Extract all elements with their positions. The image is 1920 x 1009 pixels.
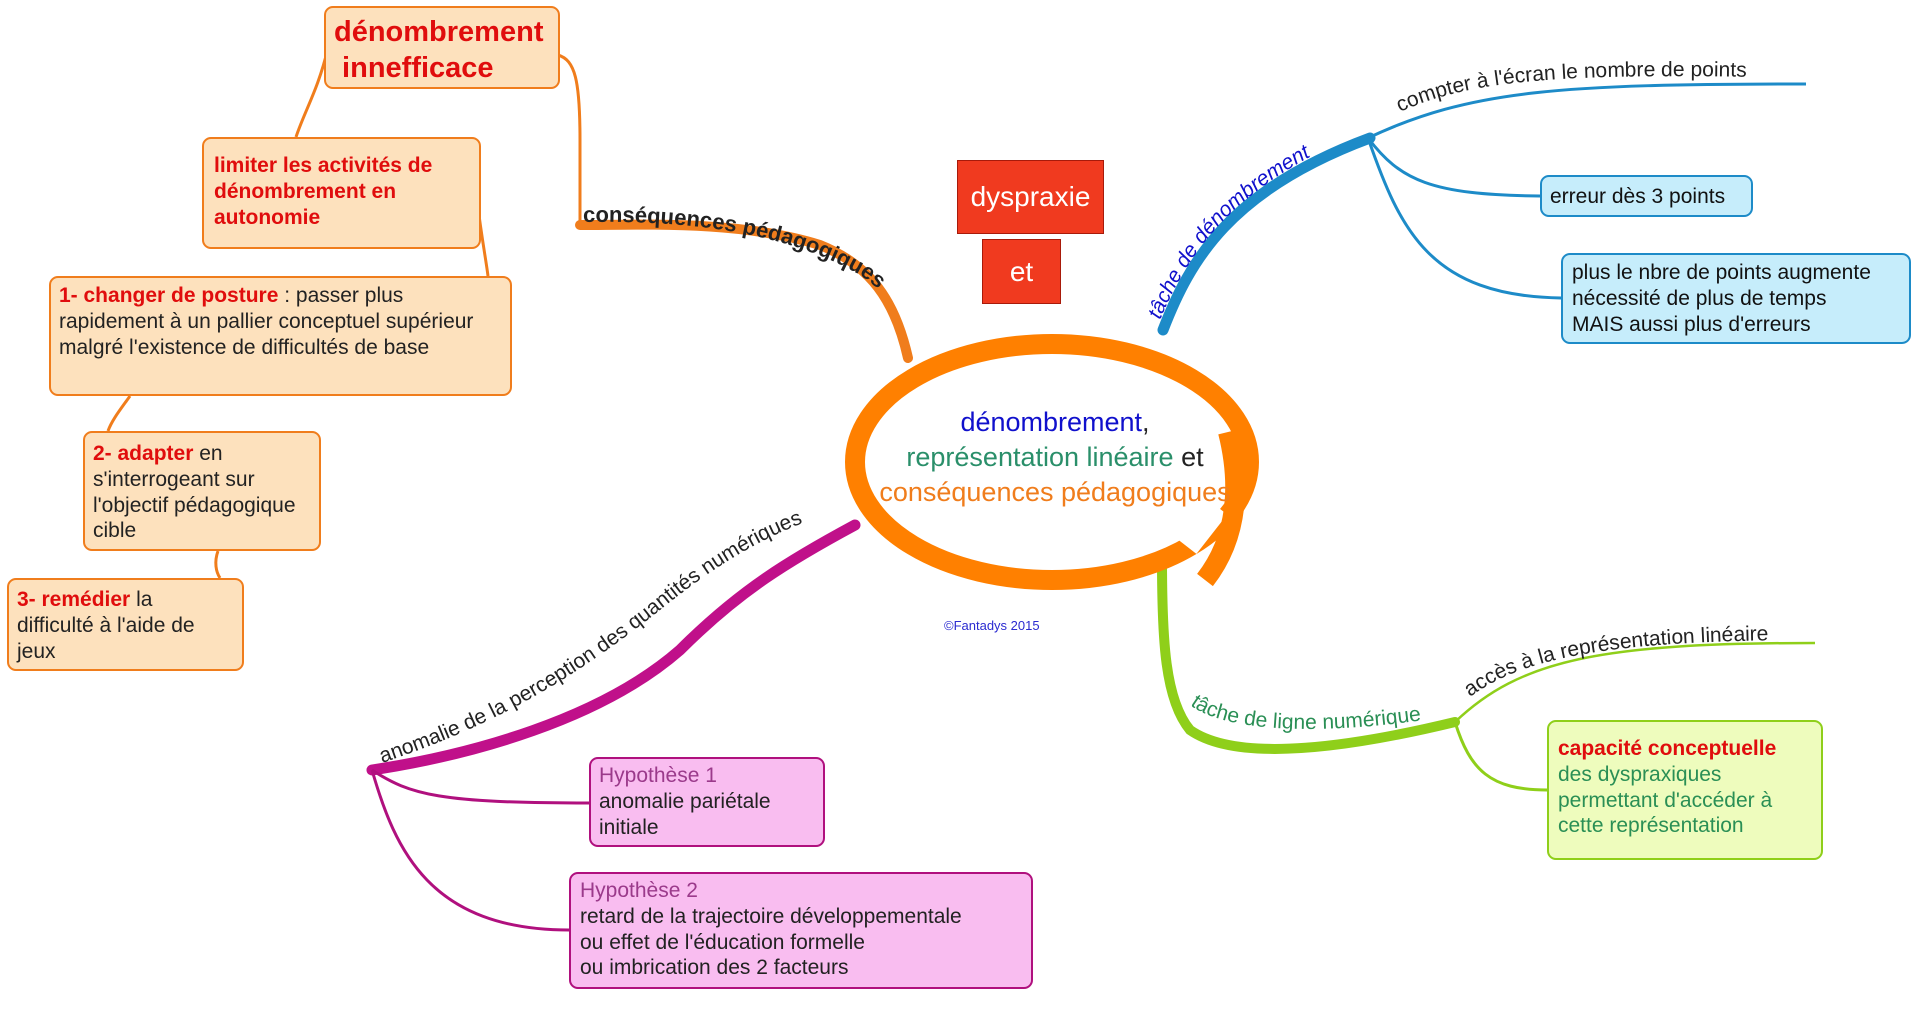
- node-error-three-points[interactable]: erreur dès 3 points: [1540, 175, 1753, 217]
- central-text-counting: dénombrement: [960, 407, 1143, 437]
- node-step3-remediate[interactable]: 3- remédier la difficulté à l'aide de je…: [7, 578, 244, 671]
- node-ineffective-counting[interactable]: dénombrement innefficace: [324, 6, 560, 89]
- branch-label-numberline-sub: accès à la représentation linéaire: [1460, 622, 1769, 701]
- connector-pedagogy-ineffective: [557, 53, 582, 225]
- node-h2-line2: ou effet de l'éducation formelle: [580, 930, 865, 954]
- central-line-3: conséquences pédagogiques: [855, 475, 1255, 510]
- node-step1-text: : passer plus rapidement à un pallier co…: [59, 284, 474, 359]
- node-capacity-line1: des dyspraxiques: [1558, 762, 1722, 786]
- node-ineffective-line1: dénombrement: [334, 16, 544, 48]
- loop-gap: [1172, 496, 1228, 554]
- central-loop: [845, 334, 1259, 590]
- central-loop-tail: [1196, 429, 1246, 587]
- title-dyspraxie: dyspraxie: [970, 181, 1091, 212]
- branch-numberline-sub: [1454, 641, 1816, 723]
- node-step1-title: 1- changer de posture: [59, 284, 279, 307]
- node-step1-posture[interactable]: 1- changer de posture : passer plus rapi…: [49, 276, 512, 396]
- branch-pedagogy: [575, 219, 913, 363]
- branch-label-numberline: tâche de ligne numérique: [1187, 690, 1422, 734]
- branch-label-pedagogy: conséquences pédagogiques: [583, 202, 891, 293]
- central-text-and: et: [1173, 442, 1204, 472]
- node-more-line3: MAIS aussi plus d'erreurs: [1572, 312, 1811, 336]
- branch-label-counting: tâche de dénombrement: [1143, 140, 1314, 322]
- node-capacity-line3: cette représentation: [1558, 814, 1744, 838]
- node-limit-text: limiter les activités de dénombrement en…: [214, 154, 433, 229]
- copyright-label: ©Fantadys 2015: [944, 618, 1040, 633]
- node-h2-line3: ou imbrication des 2 facteurs: [580, 956, 849, 980]
- node-step2-adapt[interactable]: 2- adapter en s'interrogeant sur l'objec…: [83, 431, 321, 551]
- branch-counting: [1157, 132, 1376, 336]
- node-more-line2: nécessité de plus de temps: [1572, 286, 1827, 310]
- connector-perception-h2: [370, 769, 570, 932]
- connector-numberline-capacity: [1453, 721, 1548, 792]
- node-ineffective-line2: innefficace: [334, 52, 494, 84]
- title-box-dyspraxie: dyspraxie: [957, 160, 1104, 234]
- central-line-1: dénombrement,: [855, 405, 1255, 440]
- node-hypothesis-1[interactable]: Hypothèse 1 anomalie pariétale initiale: [589, 757, 825, 847]
- node-more-points[interactable]: plus le nbre de points augmente nécessit…: [1561, 253, 1911, 344]
- node-capacity-line2: permettant d'accéder à: [1558, 788, 1773, 812]
- node-h1-line1: anomalie pariétale: [599, 789, 771, 813]
- branch-numberline: [1157, 555, 1460, 754]
- node-h2-title: Hypothèse 2: [580, 879, 698, 902]
- node-step2-title: 2- adapter: [93, 442, 194, 465]
- title-box-et: et: [982, 239, 1061, 304]
- node-h1-title: Hypothèse 1: [599, 764, 717, 787]
- central-line-2: représentation linéaire et: [855, 440, 1255, 475]
- node-step3-title: 3- remédier: [17, 588, 131, 611]
- node-step2-text: en s'interrogeant sur l'objectif pédagog…: [93, 442, 296, 543]
- node-h1-line2: initiale: [599, 815, 659, 839]
- branch-label-perception: anomalie de la perception des quantités …: [376, 506, 805, 768]
- node-more-line1: plus le nbre de points augmente: [1572, 261, 1871, 284]
- central-comma: ,: [1142, 407, 1150, 437]
- connector-step1-step2: [106, 395, 132, 432]
- central-text-linear: représentation linéaire: [906, 442, 1174, 472]
- branch-perception: [366, 519, 861, 776]
- branch-counting-sub: [1367, 82, 1807, 140]
- central-topic: dénombrement, représentation linéaire et…: [855, 405, 1255, 510]
- node-h2-line1: retard de la trajectoire développemental…: [580, 904, 962, 928]
- connector-counting-error: [1366, 137, 1541, 198]
- connector-counting-more: [1366, 137, 1562, 300]
- node-limit-activities[interactable]: limiter les activités de dénombrement en…: [202, 137, 481, 249]
- node-conceptual-capacity[interactable]: capacité conceptuelle des dyspraxiques p…: [1547, 720, 1823, 860]
- title-et: et: [1009, 255, 1034, 287]
- node-error-text: erreur dès 3 points: [1550, 185, 1726, 208]
- connector-step2-step3: [214, 550, 222, 579]
- node-hypothesis-2[interactable]: Hypothèse 2 retard de la trajectoire dév…: [569, 872, 1033, 989]
- node-step3-text: la difficulté à l'aide de jeux: [17, 588, 195, 663]
- node-capacity-title: capacité conceptuelle: [1558, 737, 1777, 760]
- connector-perception-h1: [371, 768, 590, 805]
- central-text-pedagogy: conséquences pédagogiques: [879, 477, 1231, 507]
